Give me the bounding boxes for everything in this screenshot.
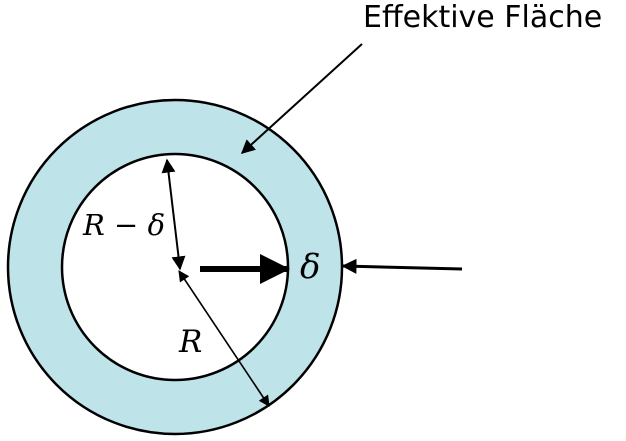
thickness-arrow-outer	[341, 258, 463, 274]
outer-radius-arrow	[178, 270, 270, 407]
effective-area-leader-arrow	[240, 43, 363, 154]
inner-radius-arrow	[161, 158, 186, 271]
thickness-label: δ	[300, 247, 320, 287]
outer-radius-label: R	[178, 324, 202, 360]
effective-area-label: Effektive Fläche	[363, 0, 602, 35]
inner-radius-label: R − δ	[82, 208, 165, 242]
